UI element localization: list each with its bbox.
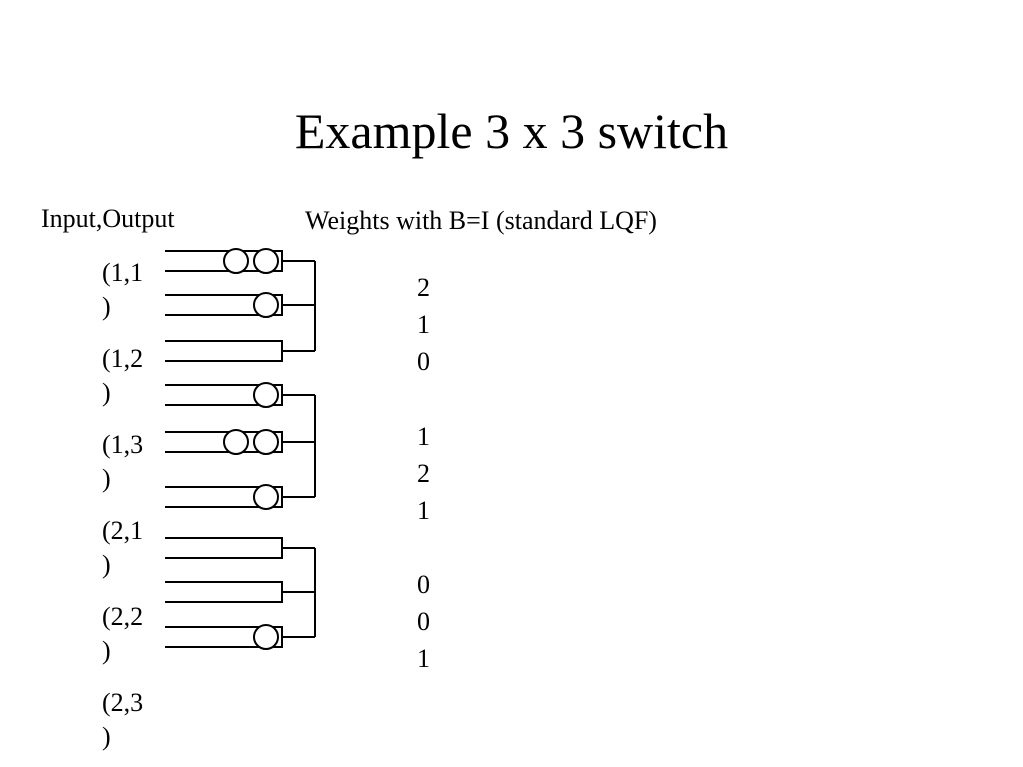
queue-label-line1: (1,1: [102, 258, 144, 287]
weight-value: 2: [417, 459, 430, 488]
queue-buffer: [165, 537, 283, 559]
packet-icon: [253, 484, 279, 510]
queue-label-line1: (2,1: [102, 516, 144, 545]
weight-value: 0: [417, 570, 430, 599]
queue-label-line1: (1,2: [102, 344, 144, 373]
queue-buffer: [165, 581, 283, 603]
queue-label: (2,2 ): [102, 600, 143, 668]
queue-label: (1,2 ): [102, 342, 143, 410]
packet-icon: [253, 429, 279, 455]
packet-icon: [253, 624, 279, 650]
packet-icon: [223, 429, 249, 455]
queue-label-line2: ): [102, 464, 111, 493]
queue-label-line2: ): [102, 378, 111, 407]
packet-icon: [253, 248, 279, 274]
queue-label: (2,3 ): [102, 686, 143, 754]
weight-value: 1: [417, 422, 430, 451]
queue-label-line2: ): [102, 636, 111, 665]
packet-icon: [223, 248, 249, 274]
weights-header: Weights with B=I (standard LQF): [305, 206, 657, 235]
queue-label: (1,1 ): [102, 256, 143, 324]
weight-value: 1: [417, 310, 430, 339]
weight-value: 0: [417, 607, 430, 636]
queue-label-line1: (2,2: [102, 602, 144, 631]
weight-value: 1: [417, 644, 430, 673]
queue-label: (2,1 ): [102, 514, 143, 582]
packet-icon: [253, 382, 279, 408]
weight-value: 1: [417, 496, 430, 525]
queue-label-line2: ): [102, 722, 111, 751]
queue-label-line2: ): [102, 550, 111, 579]
queue-label: (1,3 ): [102, 428, 143, 496]
weight-value: 0: [417, 347, 430, 376]
packet-icon: [253, 292, 279, 318]
input-output-header: Input,Output: [41, 204, 175, 233]
queue-label-line2: ): [102, 292, 111, 321]
weight-value: 2: [417, 273, 430, 302]
queue-label-line1: (2,3: [102, 688, 144, 717]
queue-buffer: [165, 340, 283, 362]
slide-title: Example 3 x 3 switch: [294, 103, 729, 159]
queue-label-line1: (1,3: [102, 430, 144, 459]
